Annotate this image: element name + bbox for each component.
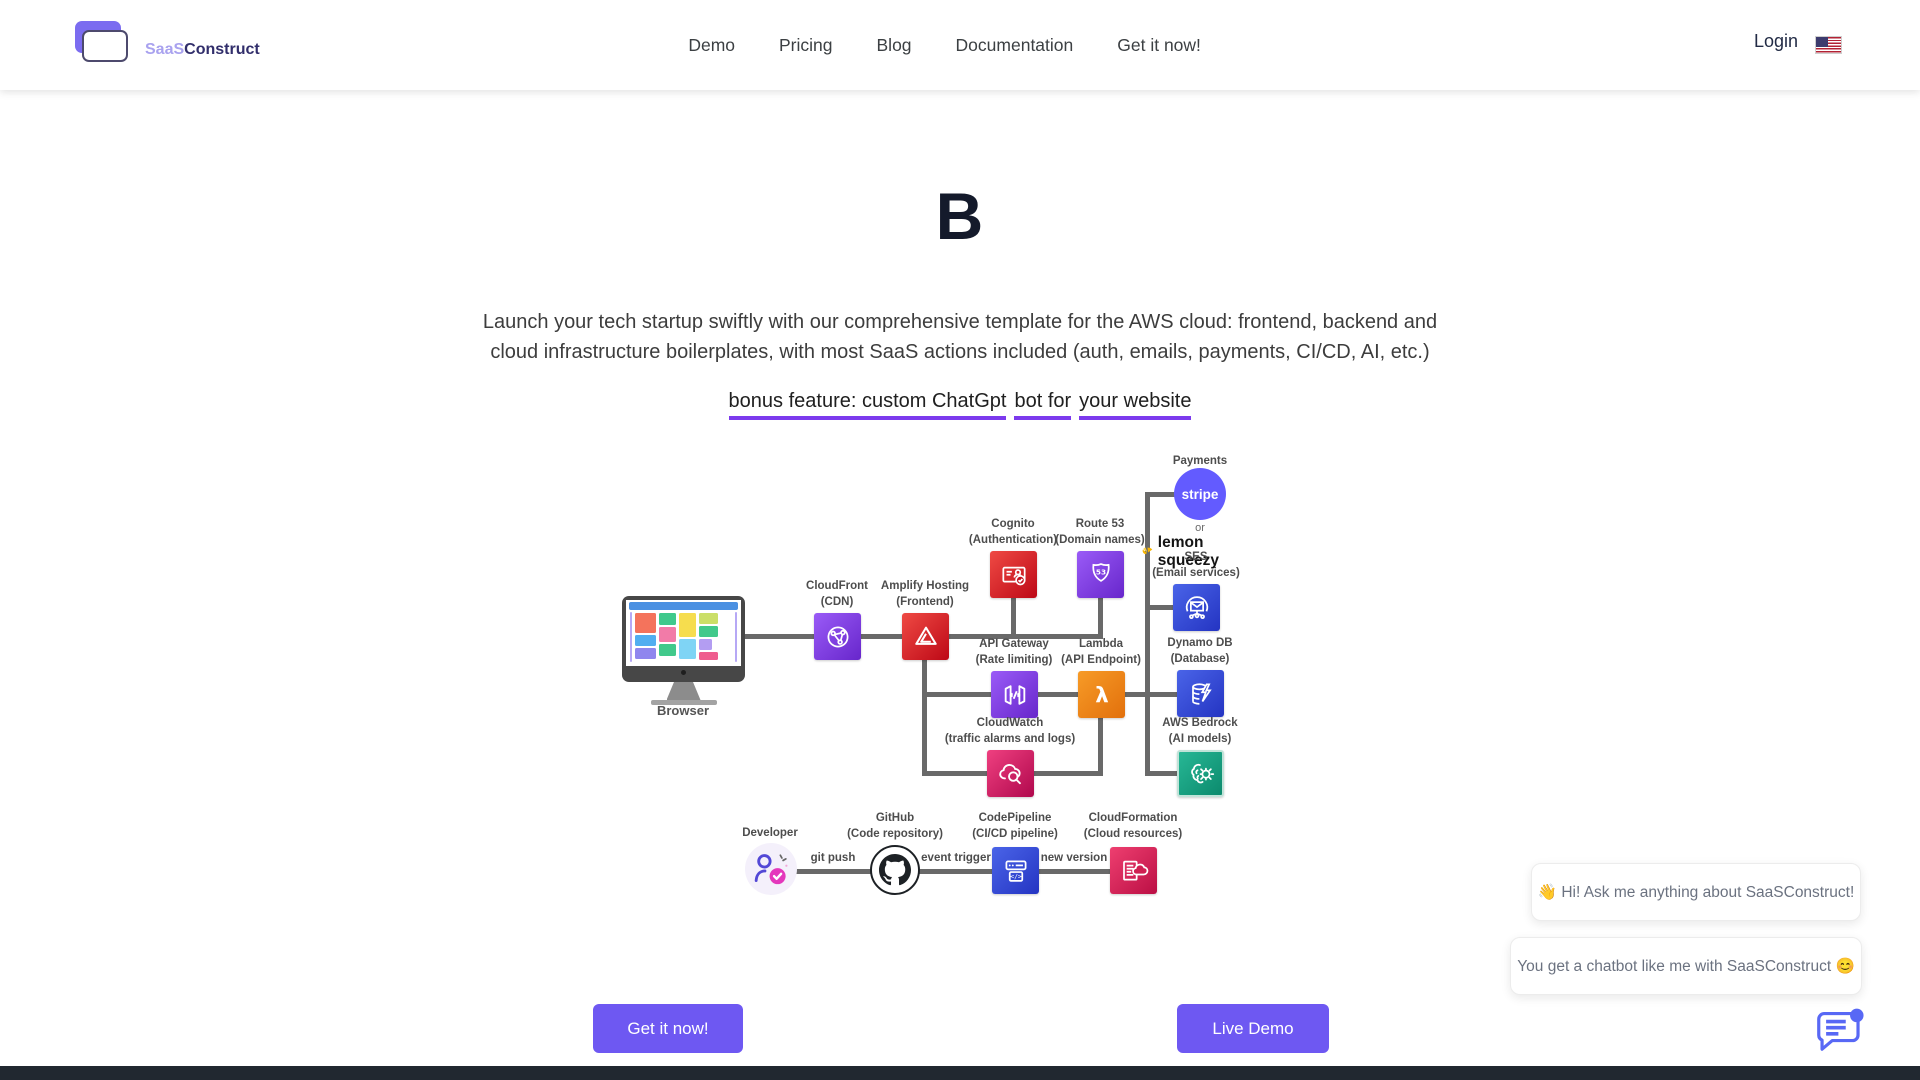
cloudfront-label: CloudFront(CDN)	[806, 580, 868, 609]
hero-typed-title: B	[935, 179, 985, 253]
brand-logo[interactable]: SaaSConstruct	[75, 17, 260, 69]
lemon-squeezy-logo: lemon squeezy	[1140, 534, 1260, 570]
bonus-seg1: bonus feature: custom ChatGpt	[728, 390, 1007, 420]
svg-text:</>: </>	[1010, 872, 1022, 880]
nav-blog[interactable]: Blog	[876, 34, 912, 55]
cloudformation-icon	[1110, 847, 1157, 894]
hero-description-line2: cloud infrastructure boilerplates, with …	[490, 341, 1430, 363]
svg-text:λ: λ	[1095, 683, 1109, 708]
architecture-diagram: Payments stripe or lemon squeezy	[600, 450, 1320, 920]
lambda-label: Lambda(API Endpoint)	[1061, 638, 1141, 667]
cloudfront-icon	[814, 613, 861, 660]
developer-label: Developer	[742, 827, 798, 839]
github-icon	[870, 845, 920, 895]
edge-bedrock-stub	[1145, 771, 1179, 776]
route53-label: Route 53(Domain names)	[1055, 518, 1145, 547]
browser-label: Browser	[656, 703, 710, 718]
event-trigger-label: event trigger	[921, 852, 991, 864]
edge-amplify-down	[922, 660, 927, 776]
codepipeline-label: CodePipeline(CI/CD pipeline)	[972, 812, 1058, 841]
login-link[interactable]: Login	[1753, 31, 1798, 51]
lambda-icon: λ	[1078, 671, 1125, 718]
bonus-seg3: your website	[1079, 390, 1192, 420]
nav-get-it-now[interactable]: Get it now!	[1117, 34, 1201, 55]
brand-logo-icon	[75, 17, 137, 69]
bedrock-icon	[1177, 750, 1224, 797]
cloudformation-label: CloudFormation(Cloud resources)	[1083, 812, 1183, 841]
edge-cicd-row	[790, 869, 1115, 874]
codepipeline-icon: </>	[992, 847, 1039, 894]
chatbot-bubble-greeting: 👋 Hi! Ask me anything about SaaSConstruc…	[1531, 863, 1861, 921]
cloudwatch-icon	[987, 750, 1034, 797]
edge-lambda-down	[1098, 718, 1103, 776]
dynamodb-label: Dynamo DB(Database)	[1167, 637, 1233, 666]
git-push-label: git push	[810, 852, 856, 864]
edge-api-row	[922, 692, 1177, 697]
bonus-seg2: bot for	[1014, 390, 1072, 420]
amplify-icon	[902, 613, 949, 660]
footer-top-strip	[0, 1066, 1920, 1080]
stripe-logo: stripe	[1174, 468, 1226, 520]
chatbot-bubble-pitch: You get a chatbot like me with SaaSConst…	[1510, 937, 1862, 995]
cognito-icon	[990, 551, 1037, 598]
us-flag-icon[interactable]	[1815, 36, 1842, 54]
chatbot-bubble-pitch-text: You get a chatbot like me with SaaSConst…	[1517, 957, 1855, 975]
payments-label: Payments	[1172, 455, 1228, 467]
payments-or-label: or	[1195, 522, 1205, 534]
hero-description-line1: Launch your tech startup swiftly with ou…	[482, 311, 1438, 333]
get-it-now-button[interactable]: Get it now!	[593, 1004, 743, 1053]
edge-ses-stub	[1145, 605, 1175, 610]
edge-cognito-down	[1011, 598, 1016, 639]
cloudwatch-label: CloudWatch(traffic alarms and logs)	[944, 717, 1076, 746]
ses-icon	[1173, 584, 1220, 631]
route53-icon: 53	[1077, 551, 1124, 598]
nav-documentation[interactable]: Documentation	[955, 34, 1074, 55]
hero-description: Launch your tech startup swiftly with ou…	[0, 307, 1920, 367]
nav-demo[interactable]: Demo	[688, 34, 736, 55]
github-label: GitHub(Code repository)	[847, 812, 943, 841]
lemon-squeezy-text: lemon squeezy	[1157, 534, 1219, 569]
edge-route53-down	[1098, 598, 1103, 639]
brand-name: SaaSConstruct	[145, 41, 260, 58]
svg-text:53: 53	[1095, 567, 1105, 576]
edge-right-bus	[1145, 492, 1150, 776]
developer-icon	[745, 843, 797, 895]
bedrock-label: AWS Bedrock(AI models)	[1162, 717, 1238, 746]
live-demo-button[interactable]: Live Demo	[1177, 1004, 1329, 1053]
lemon-icon	[1142, 546, 1153, 554]
main-nav: Demo Pricing Blog Documentation Get it n…	[688, 0, 1201, 90]
browser-illustration	[622, 596, 745, 705]
dynamodb-icon	[1177, 670, 1224, 717]
top-nav-bar: SaaSConstruct Demo Pricing Blog Document…	[0, 0, 1920, 90]
edge-payments-stub	[1145, 492, 1176, 497]
cognito-label: Cognito(Authentication)	[968, 518, 1058, 547]
api-gateway-icon	[991, 671, 1038, 718]
amplify-label: Amplify Hosting(Frontend)	[880, 580, 970, 609]
chat-launcher-button[interactable]	[1812, 1005, 1866, 1059]
new-version-label: new version	[1040, 852, 1108, 864]
ses-label: SES(Email services)	[1152, 551, 1240, 580]
chatbot-bubble-greeting-text: 👋 Hi! Ask me anything about SaaSConstruc…	[1537, 883, 1855, 901]
api-gateway-label: API Gateway(Rate limiting)	[975, 638, 1053, 667]
nav-pricing[interactable]: Pricing	[779, 34, 833, 55]
